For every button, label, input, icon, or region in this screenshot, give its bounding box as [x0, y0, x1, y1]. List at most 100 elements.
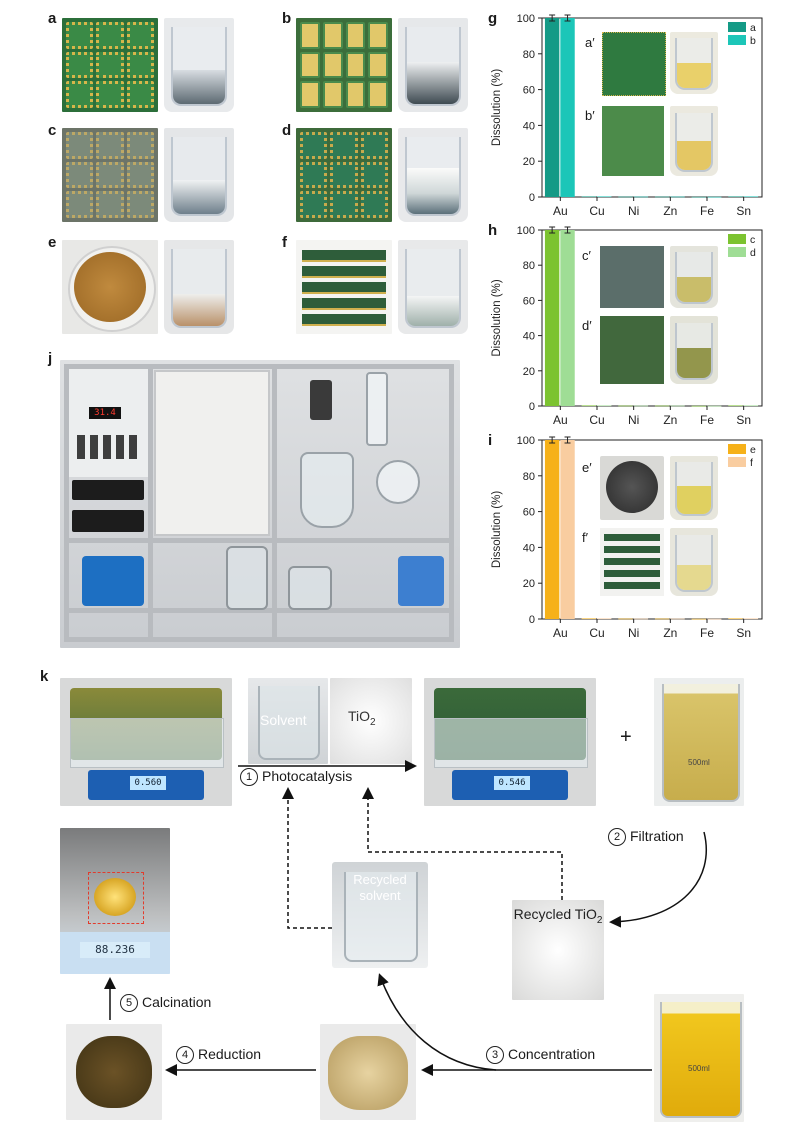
legend-label-a: a	[750, 22, 756, 34]
controller-display: 31.4	[89, 407, 121, 419]
bar-e-Sn	[728, 618, 743, 620]
bar-e-Fe	[691, 618, 706, 620]
step-3-number: 3	[486, 1046, 504, 1065]
bar-f-Sn	[743, 618, 759, 620]
label-tio2-main: TiO	[348, 708, 371, 724]
inset-beaker-b-prime	[670, 106, 718, 176]
photo-reduced-powder	[66, 1024, 162, 1120]
bar-d-Zn	[670, 405, 685, 407]
panel-label-e: e	[48, 234, 57, 251]
scale-display-1: 0.560	[130, 776, 166, 790]
control-switches	[77, 435, 141, 459]
legend-swatch-b	[728, 35, 746, 45]
x-tick-label: Zn	[663, 413, 677, 427]
bar-e-Zn	[654, 618, 670, 620]
beaker-photo-a	[164, 18, 234, 112]
arrow-to-recycled-solvent	[377, 973, 497, 1071]
bar-c-Sn	[728, 405, 743, 407]
photo-recycled-tio2: Recycled TiO2	[512, 900, 604, 1000]
x-tick-label: Au	[553, 413, 568, 427]
reactor-vessel	[300, 452, 354, 528]
legend-label-b: b	[750, 35, 756, 47]
y-tick-label: 60	[523, 507, 535, 519]
beaker-mark-1: 500ml	[688, 758, 710, 767]
bar-f-Ni	[633, 618, 649, 620]
legend-label-d: d	[750, 247, 756, 259]
x-tick-label: Au	[553, 626, 568, 640]
y-tick-label: 20	[523, 578, 535, 590]
vacuum-pump	[82, 556, 144, 606]
arrow-filtration	[609, 831, 708, 928]
photo-recycled-solvent: Recycled solvent	[332, 862, 428, 968]
inset-beaker-a-prime	[670, 32, 718, 94]
bar-d-Fe	[707, 405, 722, 407]
bar-d-Ni	[633, 405, 649, 407]
y-tick-label: 100	[517, 225, 535, 237]
beaker-photo-f	[398, 240, 468, 334]
step-5-label: Calcination	[142, 994, 212, 1010]
legend-swatch-e	[728, 444, 746, 454]
bar-c-Cu	[581, 405, 596, 407]
bar-d-Au	[560, 230, 575, 406]
filter-column-2	[288, 566, 332, 610]
photo-gold-scale: 88.236	[60, 828, 170, 974]
x-tick-label: Fe	[700, 413, 714, 427]
scale-display-2: 0.546	[494, 776, 530, 790]
bar-f-Au	[560, 440, 575, 619]
inset-label-c-prime: c′	[582, 248, 591, 263]
step-2-label: Filtration	[630, 828, 684, 844]
equipment-frame	[64, 364, 454, 642]
bar-b-Sn	[743, 196, 759, 198]
photo-powder-e	[62, 240, 158, 334]
legend-label-f: f	[750, 457, 753, 469]
scale-display-3: 88.236	[80, 942, 150, 958]
inset-photo-a-prime	[602, 32, 666, 96]
condenser	[366, 372, 388, 446]
bar-a-Ni	[618, 196, 633, 198]
step-4-label: Reduction	[198, 1046, 262, 1062]
bar-c-Zn	[654, 405, 670, 407]
label-recycled-tio2: Recycled TiO2	[512, 906, 604, 929]
stirrer-motor	[310, 380, 332, 420]
panel-label-d: d	[282, 122, 292, 139]
photo-memory-f	[296, 240, 392, 334]
bar-f-Fe	[707, 618, 722, 620]
x-tick-label: Au	[553, 204, 568, 218]
photo-pcb-scale-start: 0.560	[60, 678, 232, 806]
panel-label-i: i	[488, 432, 493, 449]
inset-label-e-prime: e′	[582, 460, 592, 475]
x-tick-label: Ni	[628, 413, 639, 427]
x-tick-label: Sn	[736, 626, 751, 640]
panel-label-b: b	[282, 10, 292, 27]
y-tick-label: 20	[523, 156, 535, 168]
y-tick-label: 40	[523, 542, 535, 554]
x-tick-label: Fe	[700, 204, 714, 218]
y-tick-label: 20	[523, 366, 535, 378]
photo-pcb-c	[62, 128, 158, 222]
bar-f-Cu	[597, 618, 612, 620]
inset-beaker-c-prime	[670, 246, 718, 308]
step-1-label: Photocatalysis	[262, 768, 353, 784]
photo-tio2: TiO2	[330, 678, 412, 764]
bar-c-Ni	[618, 405, 633, 407]
step-4-number: 4	[176, 1046, 194, 1065]
bar-b-Cu	[597, 196, 612, 198]
photo-concentrated-solid	[320, 1024, 416, 1120]
bar-f-Zn	[670, 618, 685, 620]
bar-b-Zn	[670, 196, 685, 198]
y-tick-label: 80	[523, 260, 535, 272]
y-tick-label: 80	[523, 49, 535, 61]
bar-d-Cu	[597, 405, 612, 407]
bar-a-Cu	[581, 196, 596, 198]
label-recycled-tio2-main: Recycled TiO	[513, 906, 597, 922]
photo-solvent: Solvent	[248, 678, 328, 764]
y-tick-label: 0	[529, 192, 535, 204]
panel-label-g: g	[488, 10, 498, 27]
y-tick-label: 0	[529, 614, 535, 626]
photo-equipment-j: 31.4	[60, 360, 460, 648]
bar-b-Ni	[633, 196, 649, 198]
x-tick-label: Ni	[628, 204, 639, 218]
legend-label-c: c	[750, 234, 755, 246]
